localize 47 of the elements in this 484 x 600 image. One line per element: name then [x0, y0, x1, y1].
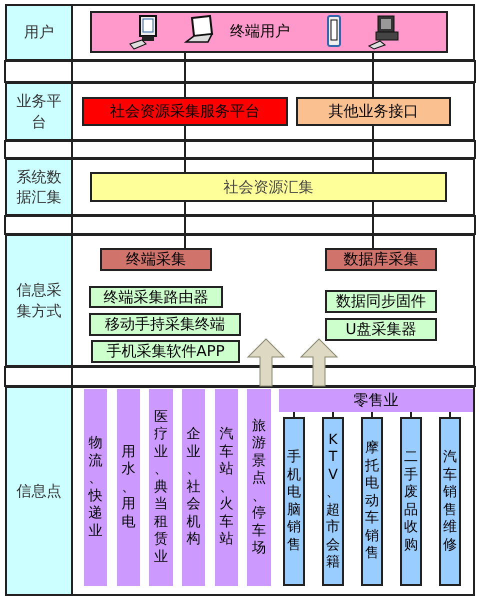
connector-line [372, 202, 374, 248]
label-box: 社会资源采集服务平台 [82, 97, 288, 126]
user-bar [90, 11, 448, 53]
connector-line [184, 202, 186, 248]
label-box: 移动手持采集终端 [89, 313, 241, 336]
label-box: U盘采集器 [325, 318, 437, 341]
label-box: 终端采集 [100, 248, 212, 271]
retail-column: 摩托电动车销售 [361, 417, 383, 586]
category-column: 汽车站、火车站 [215, 389, 238, 586]
retail-column: 二手废品收购 [400, 417, 422, 586]
category-column: 医疗业、典当租赁业 [149, 389, 173, 586]
layer-band [5, 158, 475, 216]
connector-line [184, 126, 186, 172]
category-column: 企业、社会机构 [182, 389, 205, 586]
label-box: 数据库采集 [325, 248, 437, 271]
connector-line [184, 53, 186, 97]
label-box: 社会资源汇集 [90, 172, 447, 202]
category-column: 旅游景点、停车场 [247, 389, 271, 586]
label-box: 数据同步固件 [325, 290, 437, 313]
category-bar: 零售业 [279, 389, 473, 412]
block-arrow [246, 338, 286, 386]
label-box: 手机采集软件APP [91, 340, 240, 363]
layer-label: 业务平台 [7, 84, 73, 139]
layer-band [5, 386, 475, 596]
layer-label: 用户 [7, 6, 73, 59]
connector-line [371, 412, 373, 417]
connector-line [410, 412, 412, 417]
connector-line [372, 126, 374, 172]
layer-label: 系统数据汇集 [7, 160, 73, 214]
label-box: 终端采集路由器 [89, 286, 223, 308]
layer-band [5, 234, 475, 367]
connector-line [332, 412, 334, 417]
category-column: 用水、用电 [117, 389, 140, 586]
layer-band [5, 4, 475, 61]
layer-label: 信息采集方式 [7, 236, 73, 365]
retail-column: KTV、超市会籍 [322, 417, 344, 586]
layer-label: 信息点 [7, 388, 73, 594]
box-label: 终端用户 [230, 23, 290, 40]
retail-column: 汽车销售维修 [439, 417, 461, 586]
label-box: 其他业务接口 [296, 97, 451, 126]
connector-line [293, 412, 295, 417]
connector-line [372, 53, 374, 97]
category-column: 物流、快递业 [84, 389, 107, 586]
block-arrow [300, 338, 338, 386]
layer-band [5, 82, 475, 141]
retail-column: 手机电脑销售 [283, 417, 305, 586]
connector-line [449, 412, 451, 417]
